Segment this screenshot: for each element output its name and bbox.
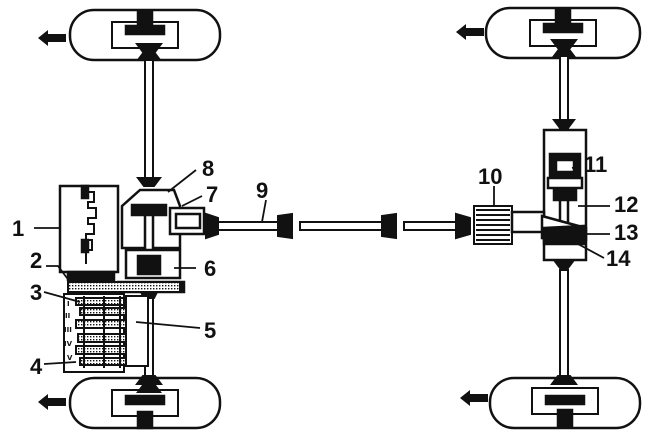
leader-lines <box>34 165 610 365</box>
direction-arrow-rear-left <box>38 394 66 410</box>
callout-2: 2 <box>30 248 42 273</box>
gearbox <box>63 281 181 373</box>
gear-label-3: III <box>64 326 72 334</box>
direction-arrow-front-left <box>38 30 66 46</box>
gear-label-5: V <box>67 354 73 362</box>
callout-10: 10 <box>478 164 502 189</box>
direction-arrow-front-right <box>456 24 484 40</box>
wheel-front-left <box>68 8 222 62</box>
callout-3: 3 <box>30 280 42 305</box>
callout-14: 14 <box>606 246 631 271</box>
callout-7: 7 <box>206 182 218 207</box>
callout-6: 6 <box>204 256 216 281</box>
rear-differential <box>510 128 588 262</box>
callout-13: 13 <box>614 220 638 245</box>
callout-8: 8 <box>202 156 214 181</box>
callout-5: 5 <box>204 318 216 343</box>
direction-arrow-rear-right <box>460 390 488 406</box>
wheel-rear-right <box>488 376 642 430</box>
callout-9: 9 <box>256 178 268 203</box>
front-final-drive <box>116 188 206 294</box>
wheel-rear-left <box>68 376 222 430</box>
callout-11: 11 <box>584 152 607 177</box>
gear-label-4: IV <box>64 340 73 348</box>
gear-label-1: I <box>67 300 70 308</box>
callout-12: 12 <box>614 192 638 217</box>
callout-4: 4 <box>30 354 43 379</box>
gear-label-2: II <box>65 312 70 320</box>
engine-block <box>58 184 120 282</box>
viscous-coupling <box>473 205 513 245</box>
callout-1: 1 <box>12 216 24 241</box>
propeller-shaft <box>205 212 471 240</box>
